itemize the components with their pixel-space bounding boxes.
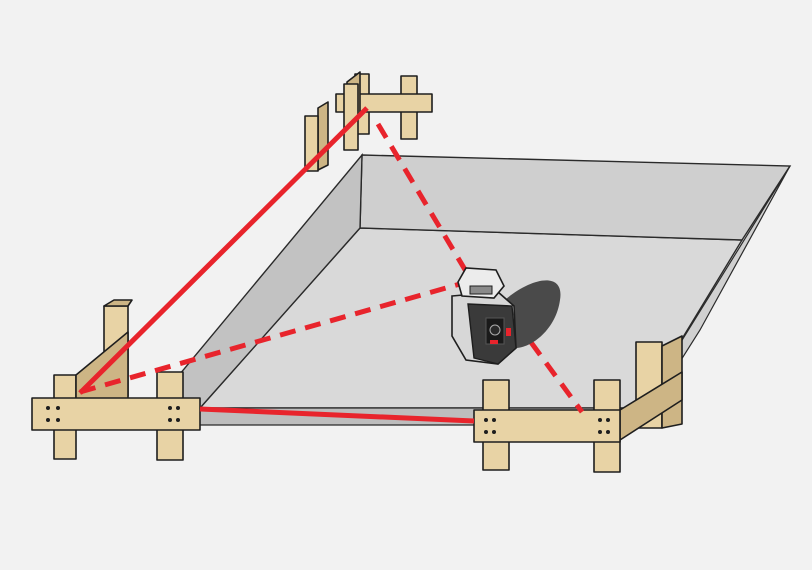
laser-solid-front [199,406,475,424]
rotary-laser-level-icon [451,267,561,365]
batter-board-front-left [31,299,201,461]
batter-board-back [304,71,433,172]
laser-solid-left [78,106,369,395]
laser-beams [78,106,585,424]
laser-dash-right [497,298,585,414]
laser-dash-left [79,281,461,395]
instrument-shadow [505,280,561,349]
batter-board-front-right [473,335,683,473]
laser-dash-back [375,122,473,280]
